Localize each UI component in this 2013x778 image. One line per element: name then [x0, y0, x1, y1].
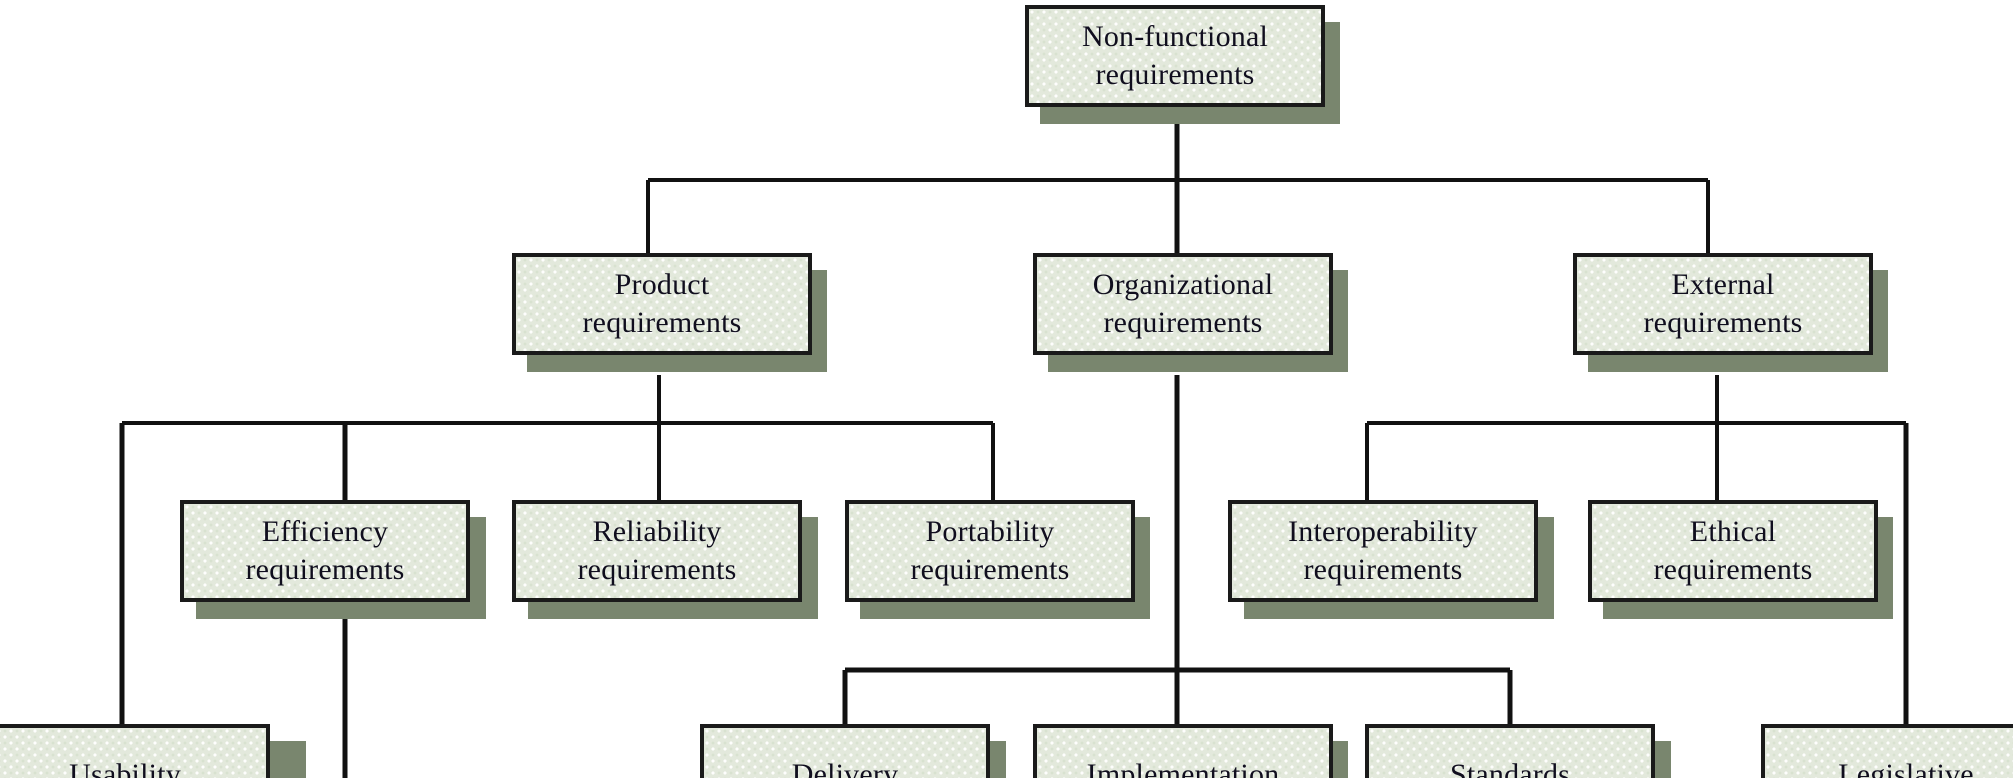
node-standards[interactable]: Standards: [1365, 724, 1655, 778]
node-nonfunctional-requirements[interactable]: Non-functional requirements: [1025, 5, 1325, 107]
node-ethical-requirements[interactable]: Ethical requirements: [1588, 500, 1878, 602]
node-label: Usability: [69, 757, 181, 778]
node-external-requirements[interactable]: External requirements: [1573, 253, 1873, 355]
node-efficiency-requirements[interactable]: Efficiency requirements: [180, 500, 470, 602]
node-label: Delivery: [791, 757, 899, 778]
node-legislative[interactable]: Legislative: [1761, 724, 2013, 778]
node-label: External requirements: [1643, 267, 1803, 339]
node-product-requirements[interactable]: Product requirements: [512, 253, 812, 355]
node-portability-requirements[interactable]: Portability requirements: [845, 500, 1135, 602]
node-label: Ethical requirements: [1653, 514, 1813, 586]
node-label: Standards: [1449, 757, 1571, 778]
node-label: Legislative: [1838, 757, 1974, 778]
node-delivery[interactable]: Delivery: [700, 724, 990, 778]
node-label: Non-functional requirements: [1081, 19, 1269, 91]
node-label: Interoperability requirements: [1288, 514, 1478, 586]
node-implementation[interactable]: Implementation: [1033, 724, 1333, 778]
node-label: Organizational requirements: [1092, 267, 1274, 339]
node-organizational-requirements[interactable]: Organizational requirements: [1033, 253, 1333, 355]
node-label: Reliability requirements: [577, 514, 737, 586]
node-label: Efficiency requirements: [245, 514, 405, 586]
node-label: Product requirements: [582, 267, 742, 339]
node-interoperability-requirements[interactable]: Interoperability requirements: [1228, 500, 1538, 602]
node-reliability-requirements[interactable]: Reliability requirements: [512, 500, 802, 602]
node-label: Portability requirements: [910, 514, 1070, 586]
node-usability[interactable]: Usability: [0, 724, 270, 778]
node-label: Implementation: [1086, 757, 1280, 778]
